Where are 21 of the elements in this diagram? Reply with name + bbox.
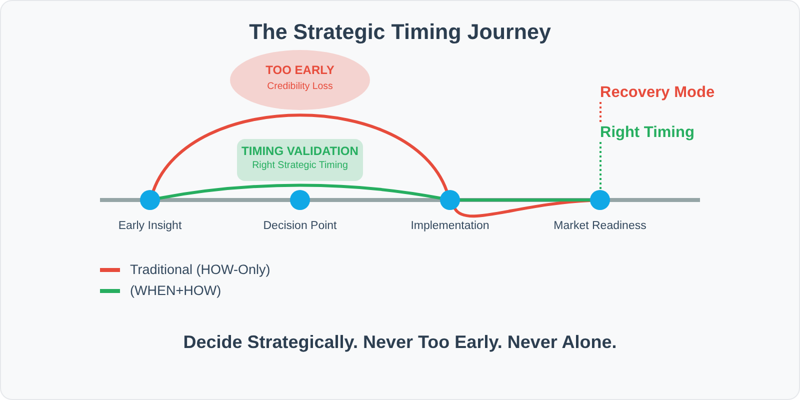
leader-line [600, 102, 602, 124]
milestone-label: Decision Point [263, 220, 337, 233]
curved-line [453, 198, 592, 218]
tagline: Decide Strategically. Never Too Early. Never Alone. [183, 332, 617, 353]
callout-subtitle: Right Strategic Timing [252, 160, 348, 172]
curved-line [152, 114, 448, 192]
milestone-label: Early Insight [118, 220, 182, 233]
callout-box [237, 139, 363, 181]
milestone-label: Implementation [410, 220, 490, 233]
milestone-label: Market Readiness [554, 220, 646, 233]
annotation-label: Right Timing [600, 124, 694, 142]
callout-heading: TIMING VALIDATION [242, 144, 358, 158]
legend-label: Traditional (HOW-Only) [130, 262, 270, 278]
legend-label: (WHEN+HOW) [130, 283, 222, 299]
curved-line [158, 184, 442, 200]
callout-heading: TOO EARLY [266, 63, 334, 77]
annotation-label: Recovery Mode [600, 84, 715, 102]
callout-subtitle: Credibility Loss [267, 81, 333, 93]
leader-line [600, 142, 602, 190]
connector-line [458, 198, 592, 202]
diagram-title: The Strategic Timing Journey [249, 19, 551, 45]
